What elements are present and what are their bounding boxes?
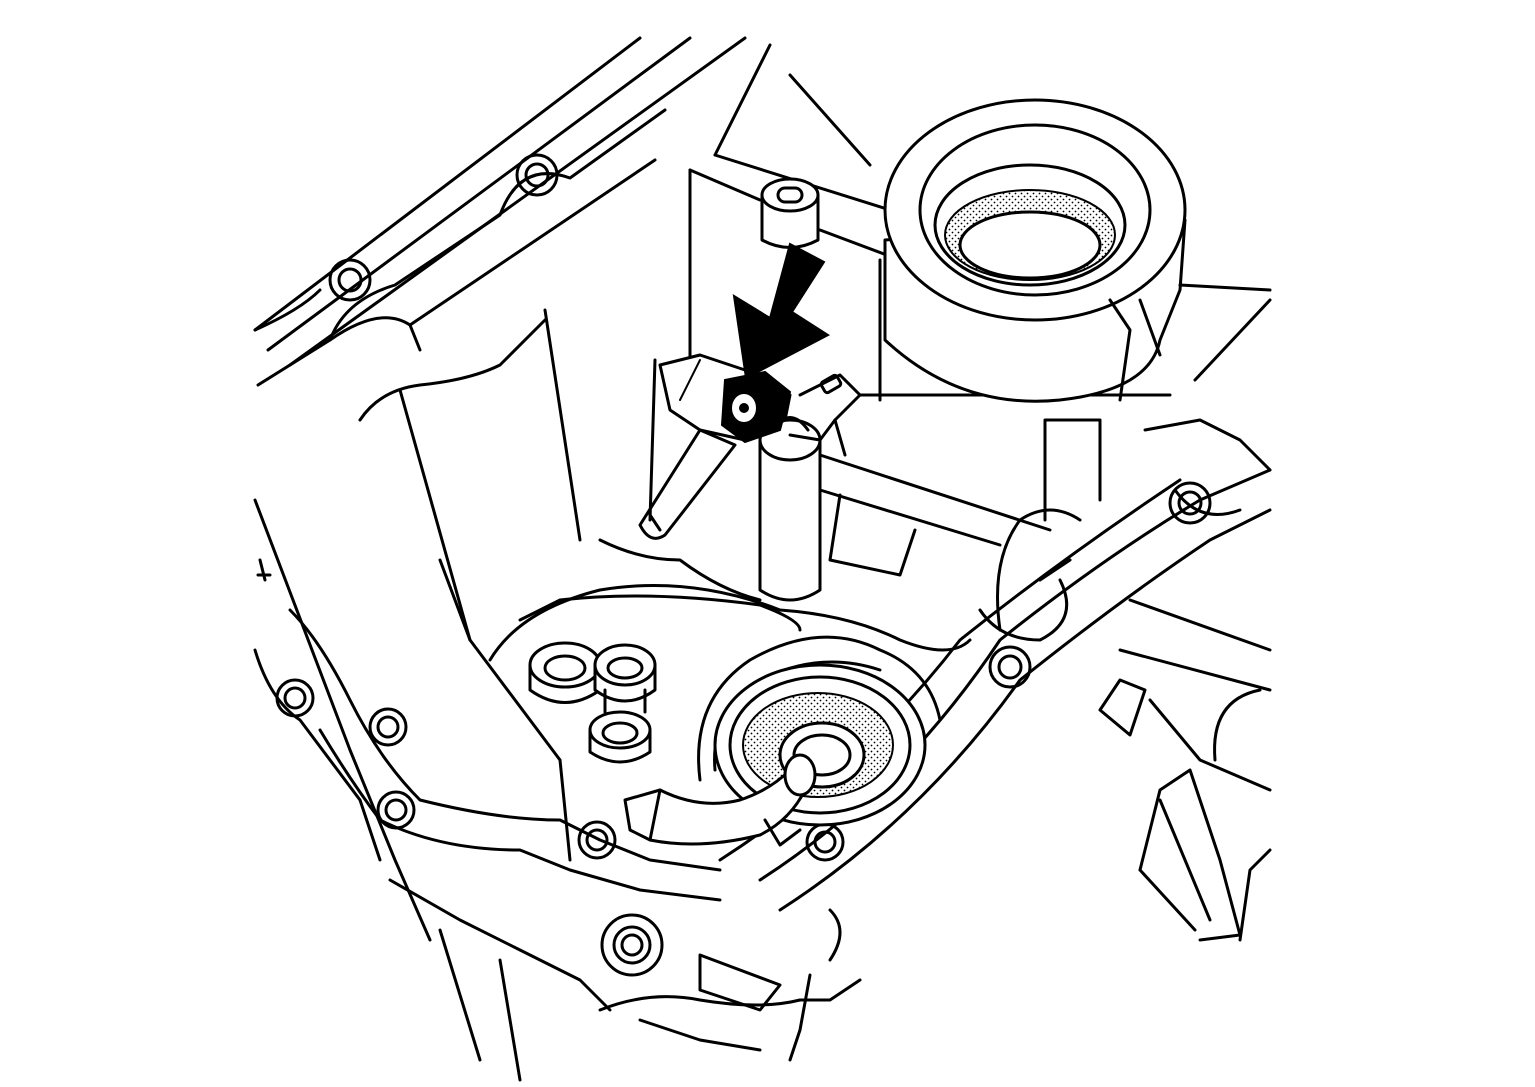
bottom-flange xyxy=(598,908,862,1062)
flange-bolt-hole-upper-1 xyxy=(515,153,559,197)
flange-bolt-hole-left-4 xyxy=(577,820,617,860)
upper-left-flange xyxy=(253,36,747,387)
lever-clip[interactable] xyxy=(720,370,792,444)
flange-bolt-hole-upper-2 xyxy=(328,258,372,302)
flange-bolt-hole-bottom xyxy=(600,913,664,977)
case-floor xyxy=(438,538,972,862)
flange-bolt-hole-left-1 xyxy=(275,678,315,718)
flange-bolt-hole-right-2 xyxy=(988,645,1032,689)
center-bearing xyxy=(697,635,942,827)
upper-boss xyxy=(760,177,820,249)
oil-port-3 xyxy=(588,688,652,764)
flange-bolt-hole-right-1 xyxy=(1168,481,1212,525)
right-bracket xyxy=(1098,598,1272,942)
flange-bolt-hole-left-2 xyxy=(368,707,408,747)
indicator-arrow xyxy=(732,242,830,380)
seal-housing xyxy=(883,98,1272,403)
oil-port-1 xyxy=(528,641,602,704)
oil-tube xyxy=(623,753,817,847)
flange-bolt-hole-left-3 xyxy=(376,790,416,830)
oil-port-2 xyxy=(593,643,657,703)
case-right-structure xyxy=(818,298,1272,632)
